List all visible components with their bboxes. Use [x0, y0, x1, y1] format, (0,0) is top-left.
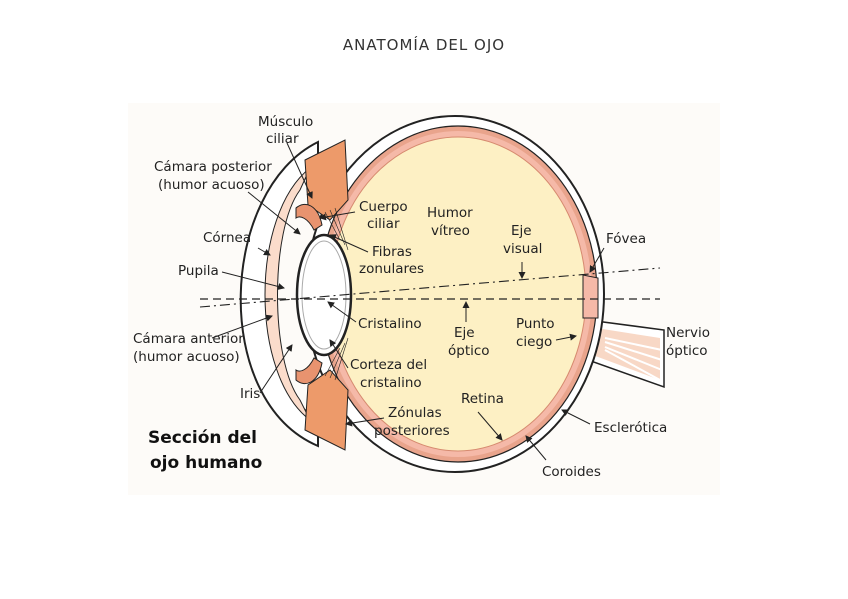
label-cristalino: Cristalino: [358, 316, 422, 332]
label-nervio-optico-2: óptico: [666, 343, 708, 359]
label-corteza-2: cristalino: [360, 375, 422, 391]
label-camara-anterior-2: (humor acuoso): [133, 349, 240, 365]
label-fibras-zonulares-1: Fibras: [372, 244, 412, 260]
label-humor-vitreo-1: Humor: [427, 205, 473, 221]
label-esclerotica: Esclerótica: [594, 420, 667, 436]
lens-cortex: [302, 241, 346, 349]
label-eje-optico-2: óptico: [448, 343, 490, 359]
label-zonulas-1: Zónulas: [388, 405, 442, 421]
label-pupila: Pupila: [178, 263, 219, 279]
label-camara-anterior-1: Cámara anterior: [133, 331, 244, 347]
label-eje-optico-1: Eje: [454, 325, 475, 341]
vitreous-body: [330, 137, 586, 451]
label-eje-visual-2: visual: [503, 241, 542, 257]
label-cuerpo-ciliar-2: ciliar: [367, 216, 400, 232]
label-nervio-optico-1: Nervio: [666, 325, 710, 341]
label-eje-visual-1: Eje: [511, 223, 532, 239]
label-corteza-1: Corteza del: [350, 357, 427, 373]
label-zonulas-2: posteriores: [374, 423, 450, 439]
optic-disc: [583, 275, 598, 318]
label-iris: Iris: [240, 386, 260, 402]
label-cornea: Córnea: [203, 230, 251, 246]
label-fovea: Fóvea: [606, 231, 646, 247]
label-retina: Retina: [461, 391, 504, 407]
label-coroides: Coroides: [542, 464, 601, 480]
caption-line-1: Sección del: [148, 428, 257, 448]
label-musculo-ciliar-2: ciliar: [266, 131, 299, 147]
label-camara-posterior-1: Cámara posterior: [154, 159, 272, 175]
label-punto-ciego-2: ciego: [516, 334, 552, 350]
label-musculo-ciliar-1: Músculo: [258, 114, 313, 130]
label-camara-posterior-2: (humor acuoso): [158, 177, 265, 193]
label-cuerpo-ciliar-1: Cuerpo: [359, 199, 408, 215]
label-punto-ciego-1: Punto: [516, 316, 555, 332]
label-fibras-zonulares-2: zonulares: [359, 261, 424, 277]
caption-line-2: ojo humano: [150, 453, 262, 473]
label-humor-vitreo-2: vítreo: [431, 223, 470, 239]
